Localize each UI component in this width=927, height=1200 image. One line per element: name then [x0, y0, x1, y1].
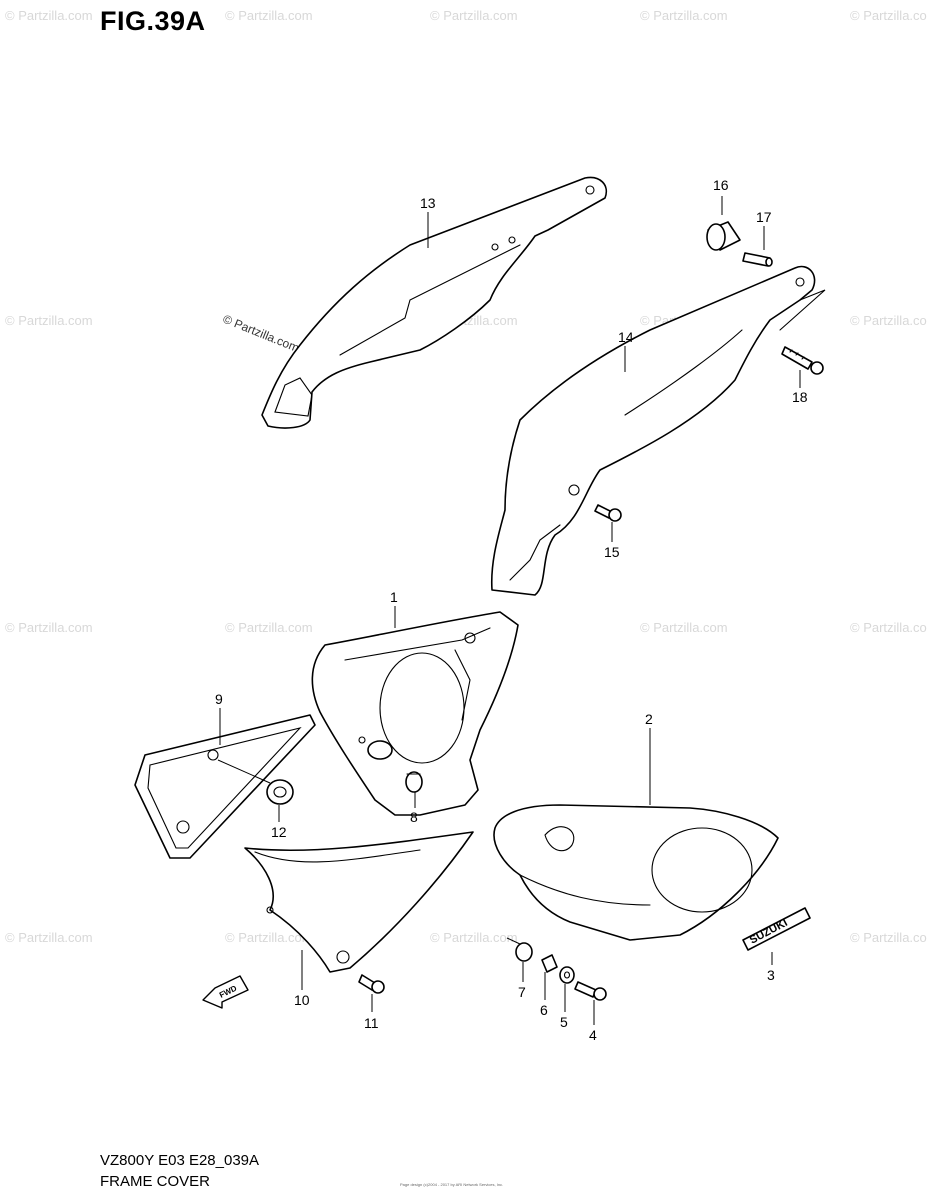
watermark: © Partzilla.com [225, 8, 313, 23]
watermark: © Partzilla.com [640, 620, 728, 635]
part-1-bracket [311, 611, 519, 816]
callout-14: 14 [618, 329, 634, 345]
callout-13: 13 [420, 195, 436, 211]
part-7-grommet [515, 942, 533, 962]
watermark: © Partzilla.com [850, 930, 927, 945]
model-code: VZ800Y E03 E28_039A [100, 1152, 260, 1169]
callout-5: 5 [560, 1014, 568, 1030]
callout-16: 16 [713, 177, 729, 193]
watermark: © Partzilla.com [640, 8, 728, 23]
callout-3: 3 [767, 967, 775, 983]
callout-8: 8 [410, 809, 418, 825]
part-6-collar [541, 954, 558, 973]
callout-1: 1 [390, 589, 398, 605]
part-2-side-cover [493, 804, 779, 941]
watermark: © Partzilla.com [850, 620, 927, 635]
callout-4: 4 [589, 1027, 597, 1043]
callout-18: 18 [792, 389, 808, 405]
part-3-emblem: SUZUKI [742, 907, 811, 951]
figure-title: FIG.39A [100, 6, 206, 36]
callout-12: 12 [271, 824, 287, 840]
part-18-bolt [781, 346, 824, 375]
part-9-cover [134, 714, 316, 859]
callout-labels: 13 14 16 17 18 15 1 2 9 12 8 10 11 7 6 5… [215, 177, 808, 1043]
part-12-grommet [266, 779, 294, 805]
callout-7: 7 [518, 984, 526, 1000]
part-5-washer [559, 966, 575, 984]
watermark: © Partzilla.com [225, 930, 313, 945]
part-13-cover [261, 176, 607, 429]
part-11-screw [358, 974, 385, 994]
watermark: © Partzilla.com [5, 620, 93, 635]
watermark: © Partzilla.com [5, 313, 93, 328]
part-15-screw [594, 504, 622, 522]
watermark: © Partzilla.com [430, 930, 518, 945]
watermark: © Partzilla.com [430, 8, 518, 23]
callout-9: 9 [215, 691, 223, 707]
part-17-pin [742, 252, 773, 267]
part-14-cover [490, 265, 826, 596]
section-name: FRAME COVER [100, 1173, 211, 1190]
watermark: © Partzilla.com [5, 930, 93, 945]
callout-6: 6 [540, 1002, 548, 1018]
watermark: © Partzilla.com [5, 8, 93, 23]
callout-2: 2 [645, 711, 653, 727]
callout-17: 17 [756, 209, 772, 225]
watermark: © Partzilla.com [225, 620, 313, 635]
part-16-collar [706, 221, 741, 251]
callout-10: 10 [294, 992, 310, 1008]
part-4-bolt [574, 981, 607, 1001]
part-8-grommet [405, 771, 423, 793]
credit-line: Page design (c)2004 - 2017 by ARI Networ… [400, 1182, 504, 1187]
callout-11: 11 [364, 1015, 379, 1031]
callout-15: 15 [604, 544, 620, 560]
watermark-dark: © Partzilla.com [221, 312, 301, 355]
watermark: © Partzilla.com [850, 313, 927, 328]
part-10-cover [244, 831, 474, 973]
fwd-arrow-icon: FWD [202, 975, 249, 1009]
leader-lines [217, 196, 801, 1025]
watermark: © Partzilla.com [850, 8, 927, 23]
